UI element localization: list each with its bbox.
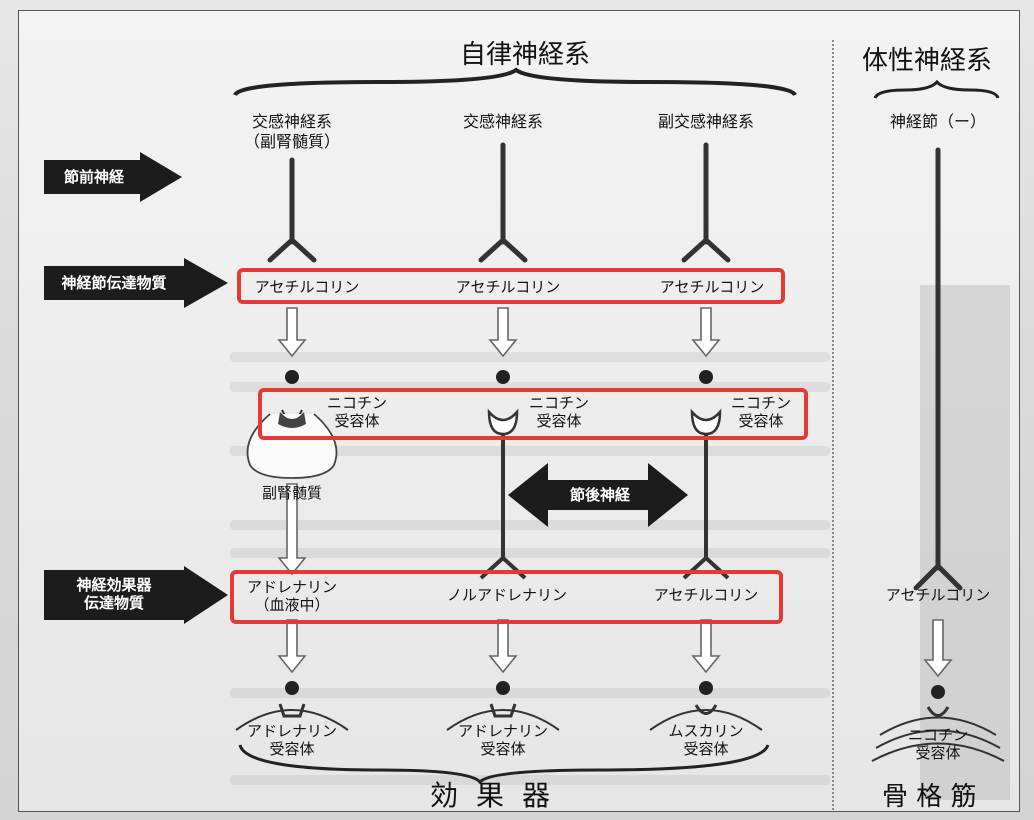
somatic-title: 体性神経系 [862,46,993,76]
receptor-name: アドレナリン [457,722,548,740]
postganglionic-neurons [479,408,730,580]
ganglion-transmitter-2: アセチルコリン [455,278,561,296]
background-text-line [230,352,830,362]
preganglionic-label: 節前神経 [63,168,124,186]
effector-transmitter-4: アセチルコリン [885,586,991,604]
system-separator [832,40,834,810]
effector-transmitter-arrow: 神経効果器 伝達物質 [44,566,230,624]
label-line: 伝達物質 [83,594,144,612]
receptor-suffix: 受容体 [738,412,784,430]
adrenal-medulla-label: 副腎髄質 [261,484,322,502]
nicotinic-receptor-2: ニコチン 受容体 [524,394,594,430]
preganglionic-neurons [267,142,963,591]
autonomic-title: 自律神経系 [460,40,591,70]
effector-receptor-3: ムスカリン 受容体 [656,722,756,758]
adrenal-medulla-cell [246,409,338,479]
receptor-name: ムスカリン [668,722,744,740]
diagram-frame [18,10,1020,812]
receptor-name: ニコチン [528,394,589,412]
background-text-line [230,446,830,456]
effector-transmitter-1: アドレナリン （血液中） [236,578,348,614]
ganglion-transmitter-3: アセチルコリン [659,278,765,296]
somatic-brace [873,79,1000,99]
column-sublabel: （副腎髄質） [243,132,340,151]
effector-receptor-shapes [235,703,1005,762]
receptor-suffix: 受容体 [480,740,526,758]
background-text-line [230,520,830,530]
receptor-suffix: 受容体 [334,412,380,430]
label-line: 神経効果器 [76,576,152,594]
transmitter-dots [285,370,945,699]
column-parasympathetic: 副交感神経系 [657,112,754,131]
receptor-name: アドレナリン [246,722,337,740]
transmitter-note: （血液中） [254,596,330,614]
column-label: 交感神経系 [251,112,332,131]
background-text-line [230,548,830,558]
effector-brace [238,744,770,785]
autonomic-brace [233,67,797,97]
receptor-suffix: 受容体 [915,744,961,762]
receptor-name: ニコチン [326,394,387,412]
ganglion-transmitter-1: アセチルコリン [254,278,360,296]
receptor-suffix: 受容体 [269,740,315,758]
receptor-suffix: 受容体 [536,412,582,430]
ganglion-release-arrows [277,307,721,358]
highlight-nicotinic-receptors [258,388,808,440]
postganglionic-double-arrow [508,463,688,527]
column-sympathetic-adrenal: 交感神経系 （副腎髄質） [236,112,348,152]
preganglionic-arrow: 節前神経 [44,152,184,202]
effector-transmitter-label: 神経効果器 伝達物質 [44,576,184,612]
column-somatic-ganglion: 神経節（ー） [889,112,986,131]
nicotinic-receptor-3: ニコチン 受容体 [726,394,796,430]
highlight-effector-transmitters [230,570,783,624]
skeletal-muscle-label: 骨 格 筋 [882,782,977,812]
effector-release-arrows [277,483,953,678]
ganglion-transmitter-arrow: 神経節伝達物質 [44,258,230,308]
effector-receptor-2: アドレナリン 受容体 [453,722,553,758]
effector-transmitter-3: アセチルコリン [653,586,759,604]
highlight-ganglion-transmitters [237,268,785,304]
effector-receptor-1: アドレナリン 受容体 [242,722,342,758]
receptor-name: ニコチン [907,726,968,744]
receptor-name: ニコチン [730,394,791,412]
column-sympathetic: 交感神経系 [462,112,543,131]
transmitter-name: アドレナリン [246,578,337,596]
effector-receptor-4: ニコチン 受容体 [900,726,976,762]
nicotinic-receptor-1: ニコチン 受容体 [322,394,392,430]
background-text-line [230,775,830,785]
effector-transmitter-2: ノルアドレナリン [446,586,567,604]
receptor-suffix: 受容体 [683,740,729,758]
postganglionic-label: 節後神経 [569,486,630,504]
background-text-line [230,382,830,392]
effector-label: 効果器 [430,779,569,812]
background-text-line [230,688,830,698]
ganglion-transmitter-label: 神経節伝達物質 [61,274,167,292]
